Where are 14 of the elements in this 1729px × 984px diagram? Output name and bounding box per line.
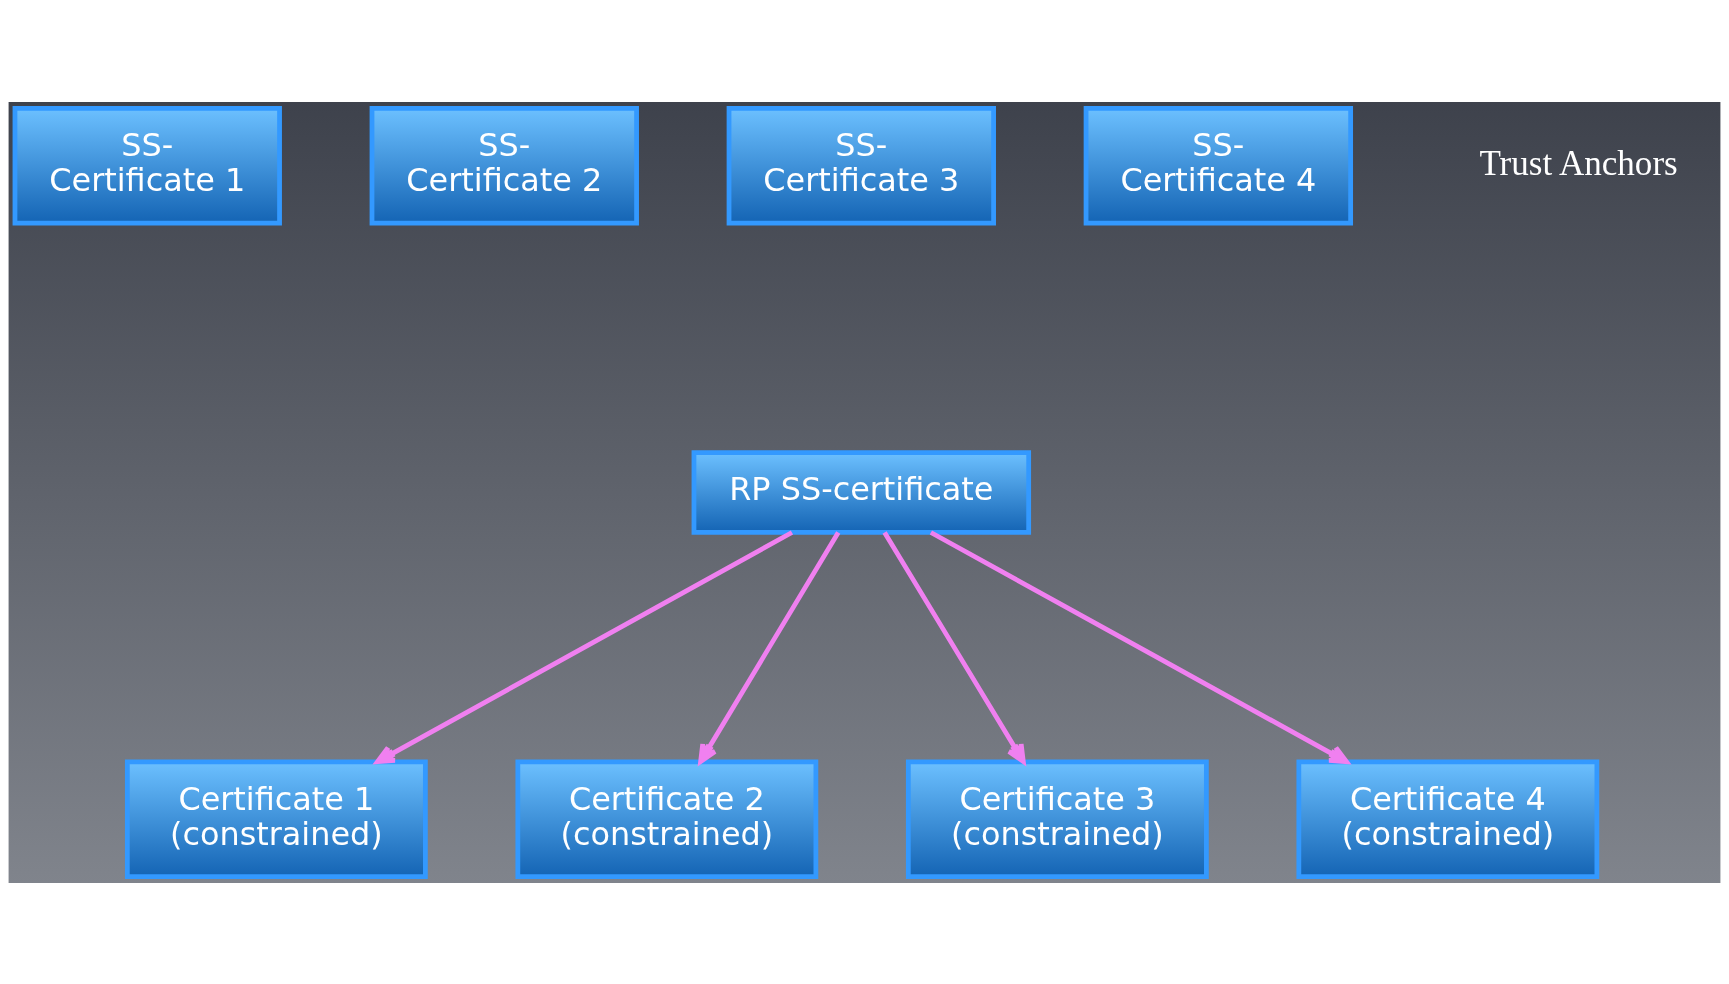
- node-box: SS- Certificate 3: [726, 105, 996, 225]
- arrow: [375, 529, 794, 764]
- arrow: [698, 530, 841, 764]
- node-box: Certificate 3 (constrained): [905, 759, 1209, 879]
- node-box: SS- Certificate 2: [369, 105, 639, 225]
- node-box: Certificate 1 (constrained): [124, 759, 428, 879]
- arrow: [882, 530, 1026, 764]
- node-box: SS- Certificate 4: [1083, 105, 1354, 225]
- label: Trust Anchors: [1479, 143, 1678, 183]
- node-box: Certificate 4 (constrained): [1296, 759, 1600, 879]
- node-box: SS- Certificate 1: [12, 105, 282, 225]
- node-box: Certificate 2 (constrained): [515, 759, 819, 879]
- node-box: RP SS-certificate: [691, 449, 1032, 535]
- arrow: [929, 529, 1349, 764]
